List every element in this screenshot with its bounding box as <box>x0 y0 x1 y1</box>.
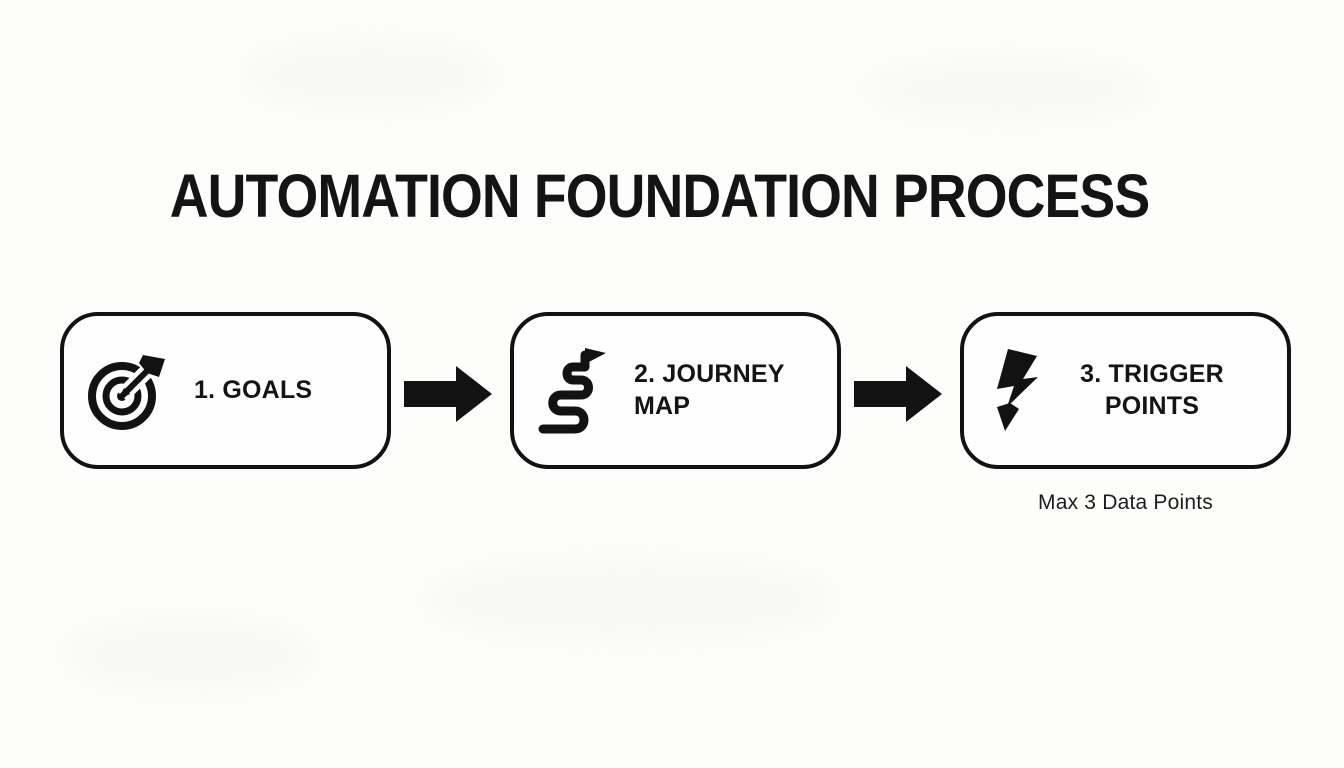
diagram-title: AUTOMATION FOUNDATION PROCESS <box>170 162 1150 230</box>
step-box-goals: 1. GOALS <box>60 312 391 469</box>
background-blotch <box>240 40 500 110</box>
background-blotch <box>860 60 1160 120</box>
step-box-trigger-points: 3. TRIGGER POINTS <box>960 312 1291 469</box>
step-box-journey-map: 2. JOURNEY MAP <box>510 312 841 469</box>
background-blotch <box>60 620 320 690</box>
step-label: 3. TRIGGER POINTS <box>1080 360 1224 420</box>
lightning-bolt-icon <box>985 345 1043 437</box>
winding-path-flag-icon <box>535 345 607 437</box>
arrow-right-icon <box>404 366 492 422</box>
step-label: 2. JOURNEY MAP <box>634 360 785 420</box>
arrow-right-icon <box>854 366 942 422</box>
step-label: 1. GOALS <box>194 375 313 404</box>
background-blotch <box>420 560 840 640</box>
caption-max-data-points: Max 3 Data Points <box>1038 491 1213 514</box>
target-arrow-icon <box>85 349 167 433</box>
